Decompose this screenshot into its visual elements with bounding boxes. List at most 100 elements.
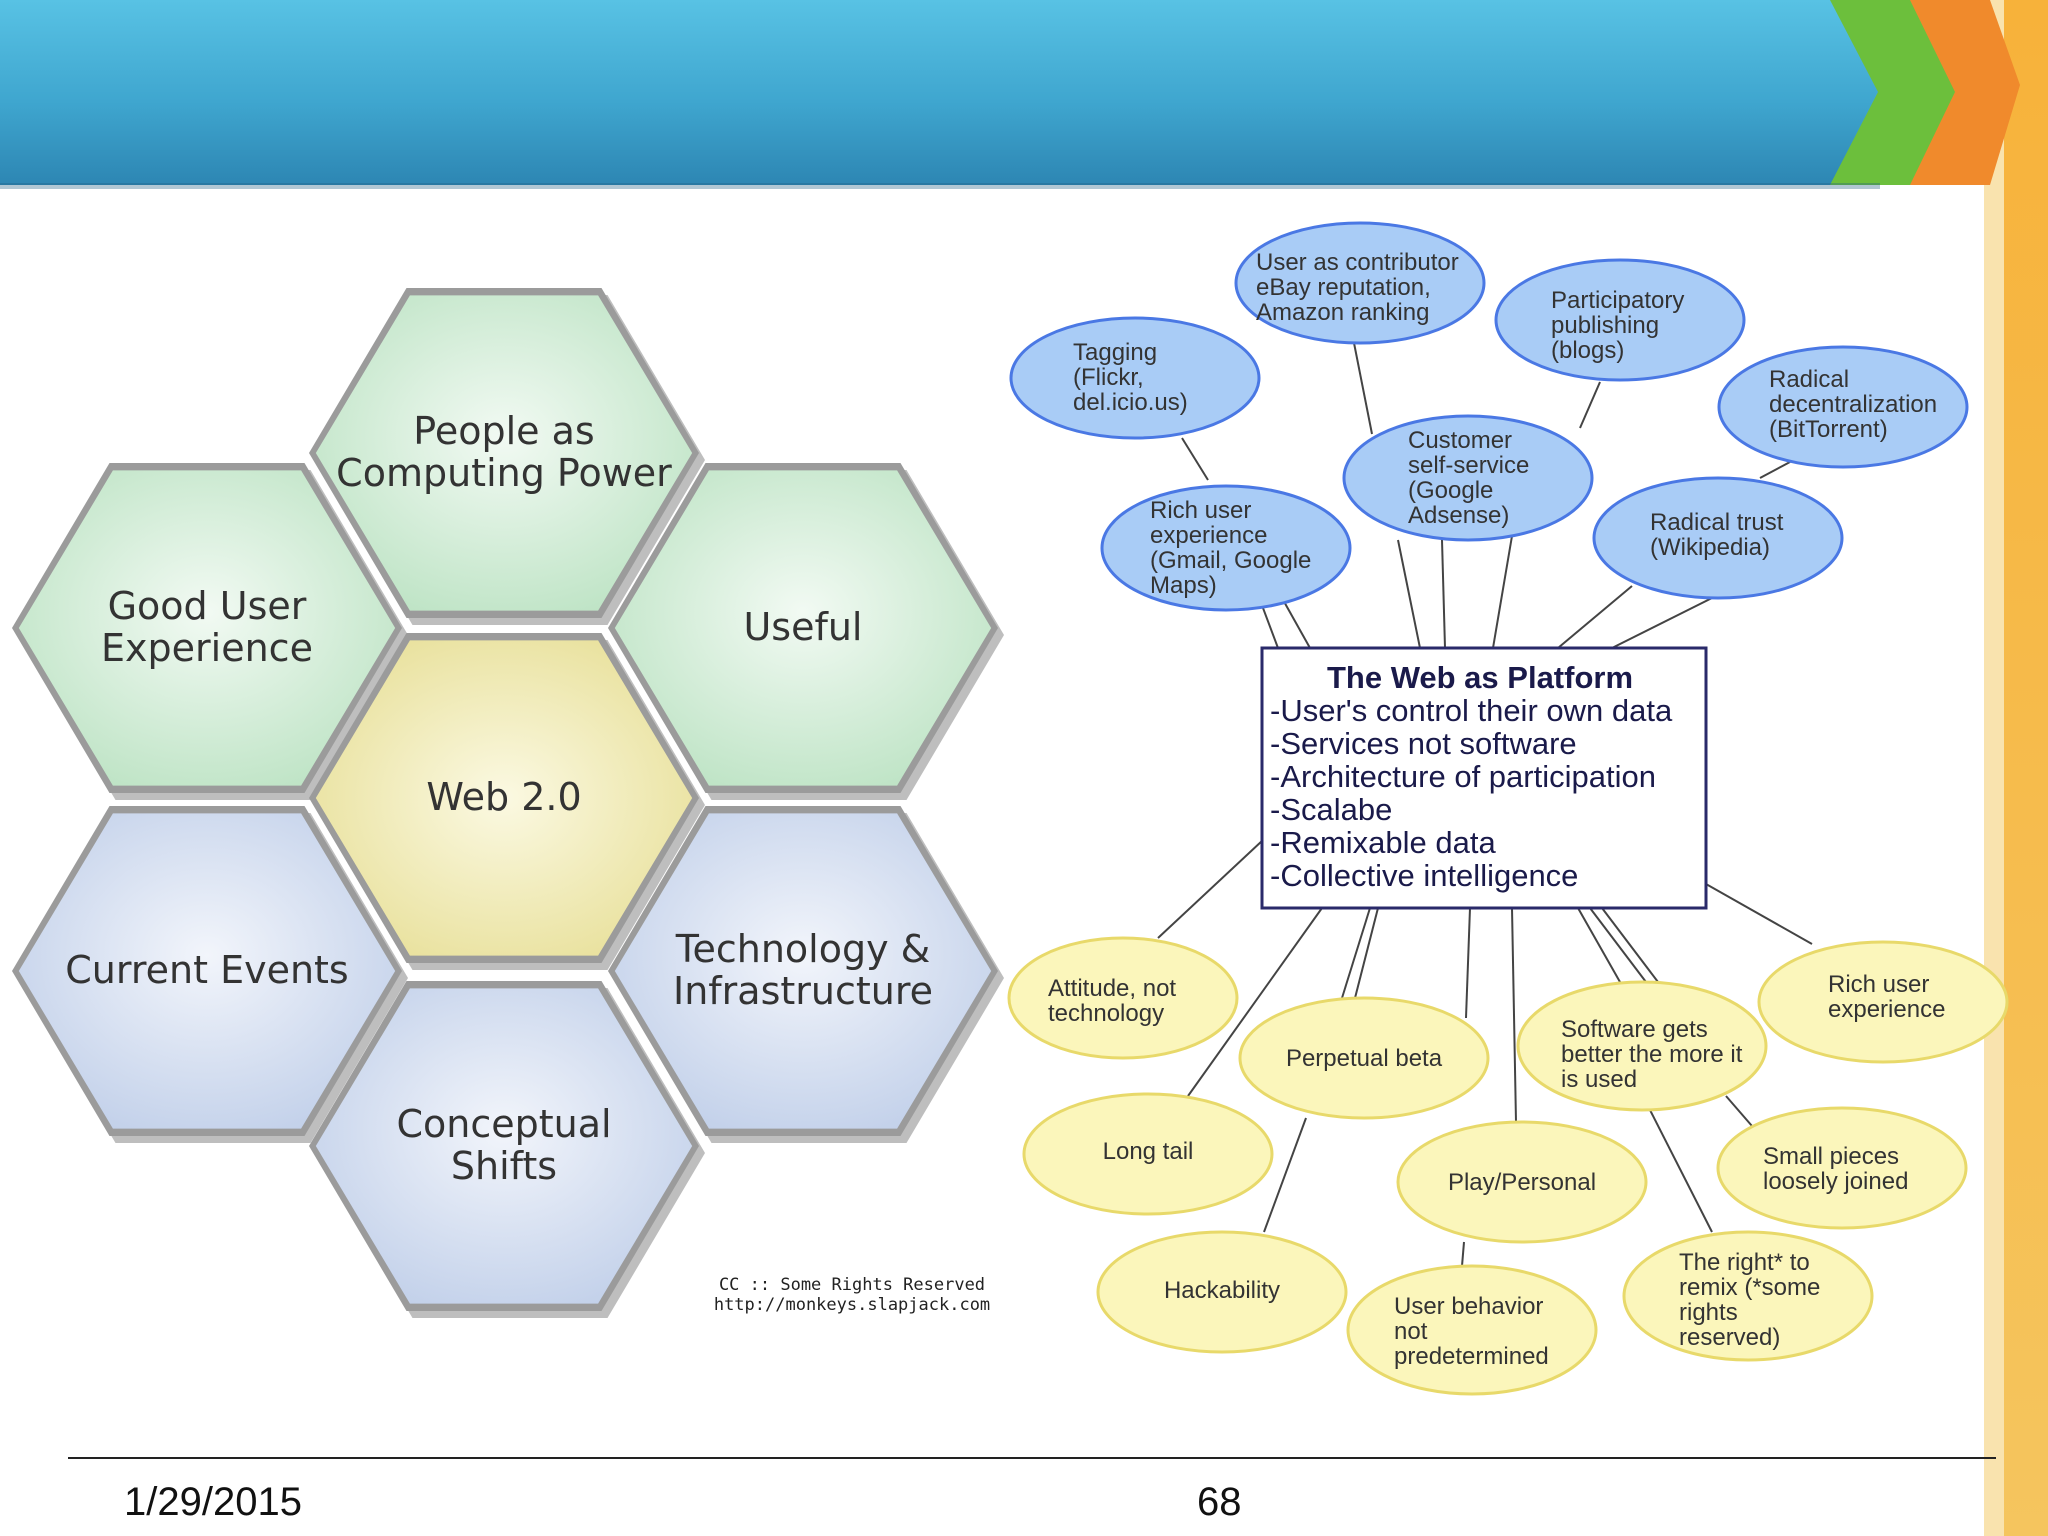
hexagon-fill: [614, 470, 992, 786]
bubble-label-line: experience: [1828, 996, 1945, 1023]
bubble-shape: [1342, 414, 1594, 542]
center-bullet-line: -Services not software: [1270, 726, 1577, 761]
footer-date: 1/29/2015: [124, 1480, 302, 1524]
bubble-label-line: (Flickr,: [1073, 364, 1144, 391]
bubble-label-line: reserved): [1679, 1324, 1780, 1351]
connector-line: [1157, 839, 1264, 939]
bubble-label-line: Hackability: [1164, 1277, 1280, 1304]
bubble-label: Long tail: [1103, 1138, 1194, 1165]
hexagon-label: Technology &Infrastructure: [673, 927, 933, 1013]
center-box: [1260, 646, 1708, 910]
bubble-label-line: Rich user: [1150, 497, 1251, 524]
bubble-play-personal: Play/Personal: [1396, 1120, 1648, 1244]
bubble-shape: [1007, 936, 1239, 1060]
mindmap-center-box: The Web as Platform-User's control their…: [1260, 646, 1708, 910]
hexagon-label-line: People as: [413, 409, 594, 453]
hexagon-label-line: Computing Power: [336, 451, 672, 495]
hexagon-fill: [18, 470, 396, 786]
bubble-label-line: technology: [1048, 1000, 1164, 1027]
bubble-shape: [1009, 316, 1261, 440]
hexagon-label-line: Infrastructure: [673, 969, 933, 1013]
bubble-label-line: Participatory: [1551, 287, 1684, 314]
side-accent-highlight: [1984, 0, 2004, 1536]
bubble-label-line: predetermined: [1394, 1343, 1549, 1370]
connector-line: [1589, 907, 1647, 983]
bubble-label-line: Perpetual beta: [1286, 1045, 1443, 1072]
bubble-label-line: remix (*some: [1679, 1274, 1820, 1301]
cc-credit-line: http://monkeys.slapjack.com: [714, 1295, 990, 1315]
bubble-label-line: loosely joined: [1763, 1168, 1908, 1195]
bubble-perpetual-beta: Perpetual beta: [1238, 996, 1490, 1120]
hexagon-label: Useful: [743, 605, 862, 649]
hexagon-label: Current Events: [65, 948, 348, 992]
bubble-label: Tagging(Flickr,del.icio.us): [1073, 339, 1188, 416]
bubble-tagging: Tagging(Flickr,del.icio.us): [1009, 316, 1261, 440]
bubble-label: Play/Personal: [1448, 1169, 1596, 1196]
bubble-label-line: Rich user: [1828, 971, 1929, 998]
hexagon-label-line: Useful: [743, 605, 862, 649]
bubble-label-line: Attitude, not: [1048, 975, 1176, 1002]
blue-header-band: [0, 0, 1878, 185]
hexagon-web20: Web 2.0: [309, 633, 705, 970]
hexagon-useful: Useful: [608, 463, 1004, 800]
connector-line: [1557, 585, 1633, 649]
hexagon-current: Current Events: [12, 806, 408, 1143]
bubble-shape: [1516, 980, 1768, 1112]
hexagon-fill: [315, 295, 693, 611]
bubble-shape: [1100, 484, 1352, 612]
bubble-label-line: User as contributor: [1256, 249, 1459, 276]
bubble-shape: [1346, 1264, 1598, 1396]
bubble-label-line: Maps): [1150, 572, 1217, 599]
bubble-label: Hackability: [1164, 1277, 1280, 1304]
connector-line: [1354, 907, 1379, 999]
mindmap-connectors: [1157, 342, 1813, 1267]
bubble-label-line: not: [1394, 1318, 1428, 1345]
footer-divider: [68, 1457, 1996, 1459]
bubble-shape: [1592, 476, 1844, 600]
bubble-label-line: (Google: [1408, 477, 1493, 504]
bubble-label-line: User behavior: [1394, 1293, 1543, 1320]
bubble-shape: [1096, 1230, 1348, 1354]
hexagon-label-line: Shifts: [451, 1144, 557, 1188]
bubble-label-line: Tagging: [1073, 339, 1157, 366]
bubble-label-line: (Gmail, Google: [1150, 547, 1311, 574]
page-number: 68: [1197, 1480, 1242, 1524]
bubble-label-line: self-service: [1408, 452, 1529, 479]
connector-line: [1461, 1241, 1465, 1267]
cc-credit-line: CC :: Some Rights Reserved: [719, 1275, 985, 1295]
hexagon-label: Web 2.0: [426, 775, 581, 819]
bubble-label-line: rights: [1679, 1299, 1738, 1326]
header-shadow: [0, 183, 1880, 189]
bubble-shape: [1022, 1092, 1274, 1216]
center-bullet-line: -User's control their own data: [1270, 693, 1673, 728]
bubble-label-line: Software gets: [1561, 1016, 1708, 1043]
connector-line: [1725, 1095, 1753, 1127]
bubble-shape: [1757, 940, 2009, 1064]
center-bullet-line: -Architecture of participation: [1270, 759, 1656, 794]
bubble-shape: [1717, 345, 1969, 469]
connector-line: [1341, 907, 1371, 999]
bubble-radical-trust: Radical trust(Wikipedia): [1592, 476, 1844, 600]
bubble-label-line: Amazon ranking: [1256, 299, 1429, 326]
bubble-label-line: eBay reputation,: [1256, 274, 1431, 301]
bubble-label-line: is used: [1561, 1066, 1637, 1093]
